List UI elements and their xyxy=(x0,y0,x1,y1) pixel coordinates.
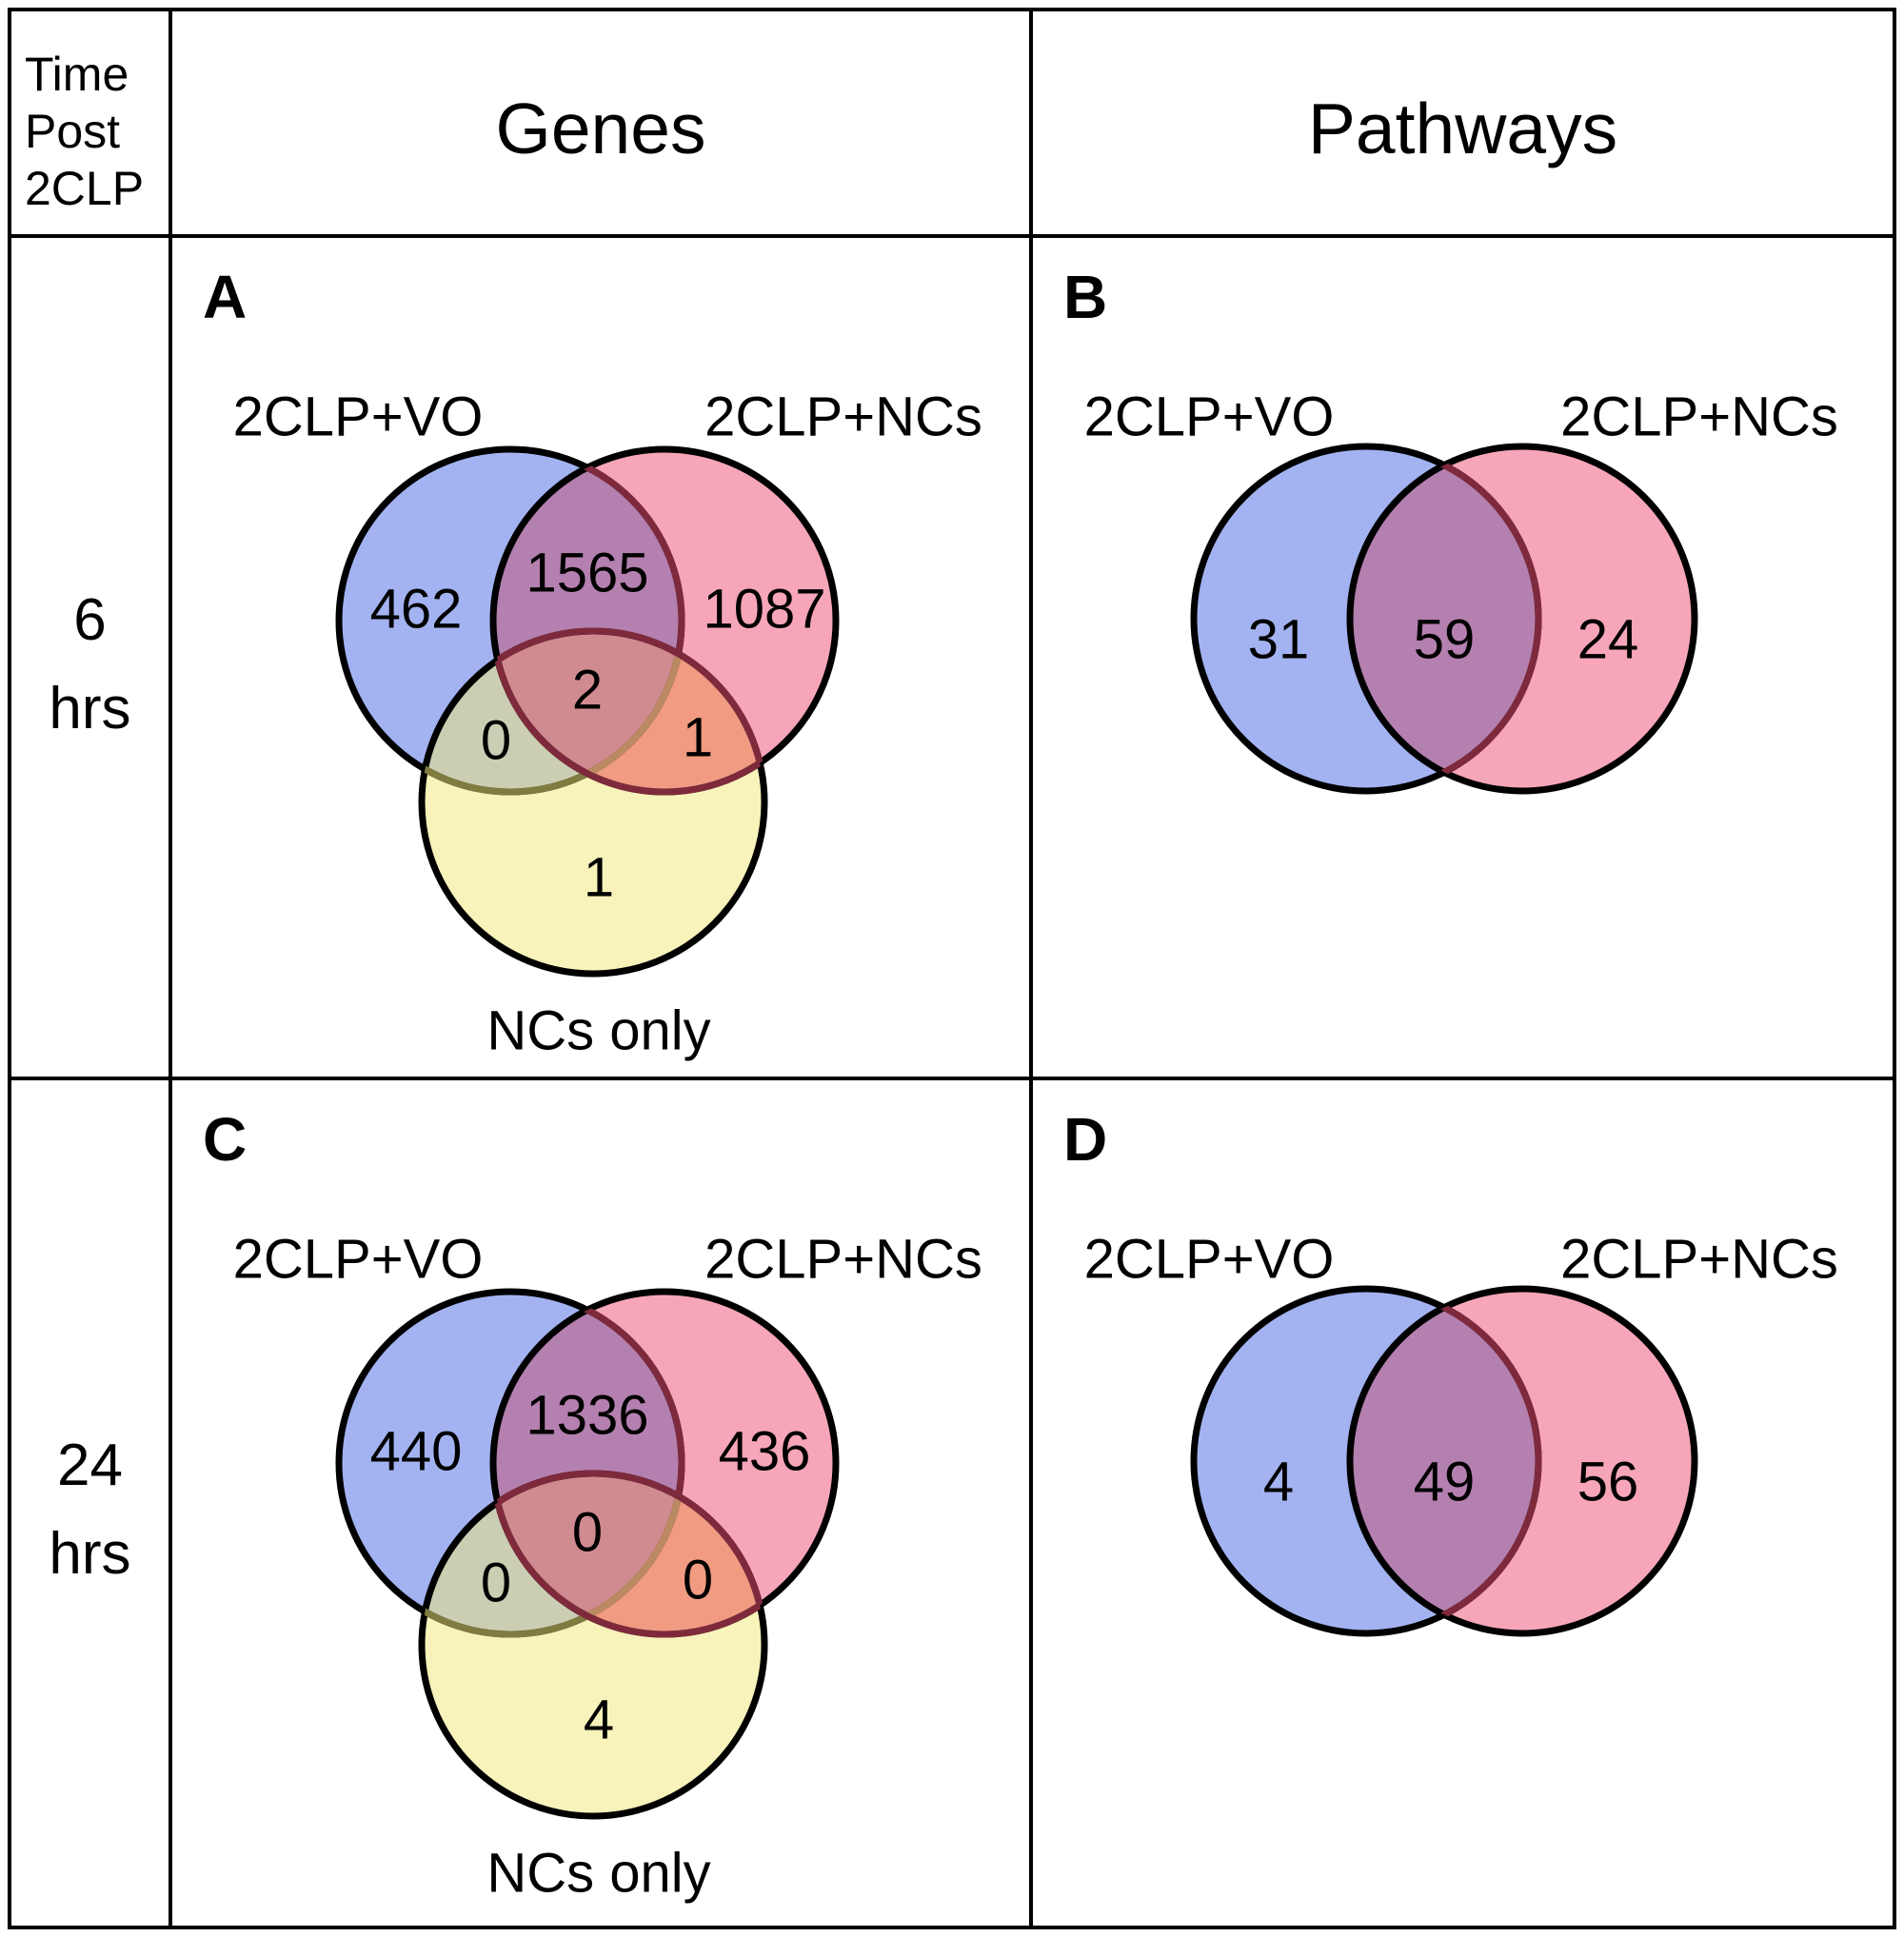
arc-vo-under-nc xyxy=(1350,1289,1542,1633)
tinted-arc-group-5 xyxy=(489,1473,764,1638)
arc-vo-under-ncsonly xyxy=(422,1473,685,1638)
arc-ncsonly-under-nc xyxy=(493,627,768,792)
arc-ncsonly-under-nc xyxy=(493,1470,768,1634)
venn-value-vo-only: 440 xyxy=(370,1421,463,1483)
venn-value-all-three: 0 xyxy=(572,1502,603,1564)
venn-value-vo-nc: 1336 xyxy=(526,1385,648,1447)
panel-D-pathways-24hrs: D 2CLP+VO 2CLP+NCs 4 49 56 xyxy=(1063,1105,1838,1637)
tinted-arc-group-1 xyxy=(493,1292,685,1634)
set-label-vo: 2CLP+VO xyxy=(1084,386,1335,448)
venn-value-vo-nc: 59 xyxy=(1414,609,1476,671)
venn-outline-nc xyxy=(1346,443,1698,795)
row-header-24hrs: 24 hrs xyxy=(11,1080,169,1926)
grid-vertical-divider-2 xyxy=(1029,8,1033,1929)
arc-vo-under-nc xyxy=(493,449,685,792)
venn-value-vo-ncsonly: 0 xyxy=(481,710,511,772)
venn-value-nc-only: 24 xyxy=(1577,609,1639,671)
panel-letter: D xyxy=(1063,1105,1107,1174)
grid-horizontal-divider-2 xyxy=(8,1077,1896,1080)
venn-value-ncsonly-only: 4 xyxy=(584,1690,614,1751)
set-label-ncsonly: NCs only xyxy=(486,1843,710,1905)
set-label-vo: 2CLP+VO xyxy=(233,1229,484,1291)
set-label-nc: 2CLP+NCs xyxy=(704,386,982,448)
grid-horizontal-divider-1 xyxy=(8,234,1896,238)
set-label-nc: 2CLP+NCs xyxy=(1560,386,1838,448)
tinted-arc-group-1 xyxy=(493,449,685,792)
venn-value-nc-only: 1087 xyxy=(703,579,825,641)
tinted-arc-group-1 xyxy=(1350,1289,1542,1633)
venn-value-vo-only: 462 xyxy=(370,579,463,641)
tinted-arc-group-4 xyxy=(493,627,768,792)
row2-line-2: hrs xyxy=(49,1521,131,1587)
set-label-vo: 2CLP+VO xyxy=(233,386,484,448)
venn-value-all-three: 2 xyxy=(572,660,603,721)
corner-header-time-post-2clp: Time Post 2CLP xyxy=(25,46,168,217)
column-header-genes: Genes xyxy=(495,89,706,168)
panel-A-genes-6hrs: A 2CLP+VO 2CLP+NCs 462 xyxy=(203,263,982,1062)
grid-vertical-divider-1 xyxy=(169,8,172,1929)
arc-nc-under-ncsonly xyxy=(489,1473,764,1638)
venn-value-vo-only: 31 xyxy=(1248,609,1310,671)
venn-value-vo-nc: 1565 xyxy=(526,543,648,604)
arc-vo-under-nc xyxy=(493,1292,685,1634)
row2-line-1: 24 xyxy=(57,1433,123,1498)
venn-value-ncsonly-only: 1 xyxy=(584,847,614,909)
panel-B-pathways-6hrs: B 2CLP+VO 2CLP+NCs 31 59 24 xyxy=(1063,263,1838,795)
arc-vo-under-nc xyxy=(1350,446,1542,791)
arc-vo-under-ncsonly xyxy=(422,631,685,796)
tinted-arc-group-1 xyxy=(1350,446,1542,791)
venn-value-nc-only: 56 xyxy=(1577,1452,1639,1513)
row1-line-1: 6 xyxy=(73,586,107,653)
panel-letter: B xyxy=(1063,263,1107,331)
corner-line-2: Post xyxy=(25,105,121,158)
venn-value-nc-ncsonly: 0 xyxy=(683,1550,713,1611)
venn-value-nc-only: 436 xyxy=(719,1421,811,1483)
arc-nc-under-ncsonly xyxy=(489,631,764,796)
panel-letter: A xyxy=(203,263,247,331)
tinted-arc-group-2 xyxy=(422,1473,685,1638)
row1-line-2: hrs xyxy=(49,675,131,741)
venn-value-vo-ncsonly: 0 xyxy=(481,1552,511,1614)
panel-letter: C xyxy=(203,1105,247,1174)
tinted-arc-group-2 xyxy=(422,631,685,796)
venn-outline-nc xyxy=(1346,1285,1698,1637)
table-outer-border xyxy=(8,8,1896,1929)
set-label-nc: 2CLP+NCs xyxy=(1560,1229,1838,1291)
column-header-pathways: Pathways xyxy=(1307,89,1618,168)
tinted-arc-group-4 xyxy=(493,1470,768,1634)
corner-line-3: 2CLP xyxy=(25,162,145,215)
row-header-6hrs: 6 hrs xyxy=(11,238,169,1077)
set-label-vo: 2CLP+VO xyxy=(1084,1229,1335,1291)
venn-overlap-vo-nc xyxy=(1350,446,1538,791)
venn-value-vo-nc: 49 xyxy=(1414,1452,1476,1513)
venn-overlap-vo-nc xyxy=(1350,1289,1538,1633)
panel-C-genes-24hrs: C 2CLP+VO 2CLP+NCs 440 xyxy=(203,1105,982,1905)
set-label-nc: 2CLP+NCs xyxy=(704,1229,982,1291)
corner-line-1: Time xyxy=(25,48,129,101)
set-label-ncsonly: NCs only xyxy=(486,1000,710,1062)
venn-value-vo-only: 4 xyxy=(1263,1452,1294,1513)
venn-value-nc-ncsonly: 1 xyxy=(683,707,713,769)
tinted-arc-group-5 xyxy=(489,631,764,796)
